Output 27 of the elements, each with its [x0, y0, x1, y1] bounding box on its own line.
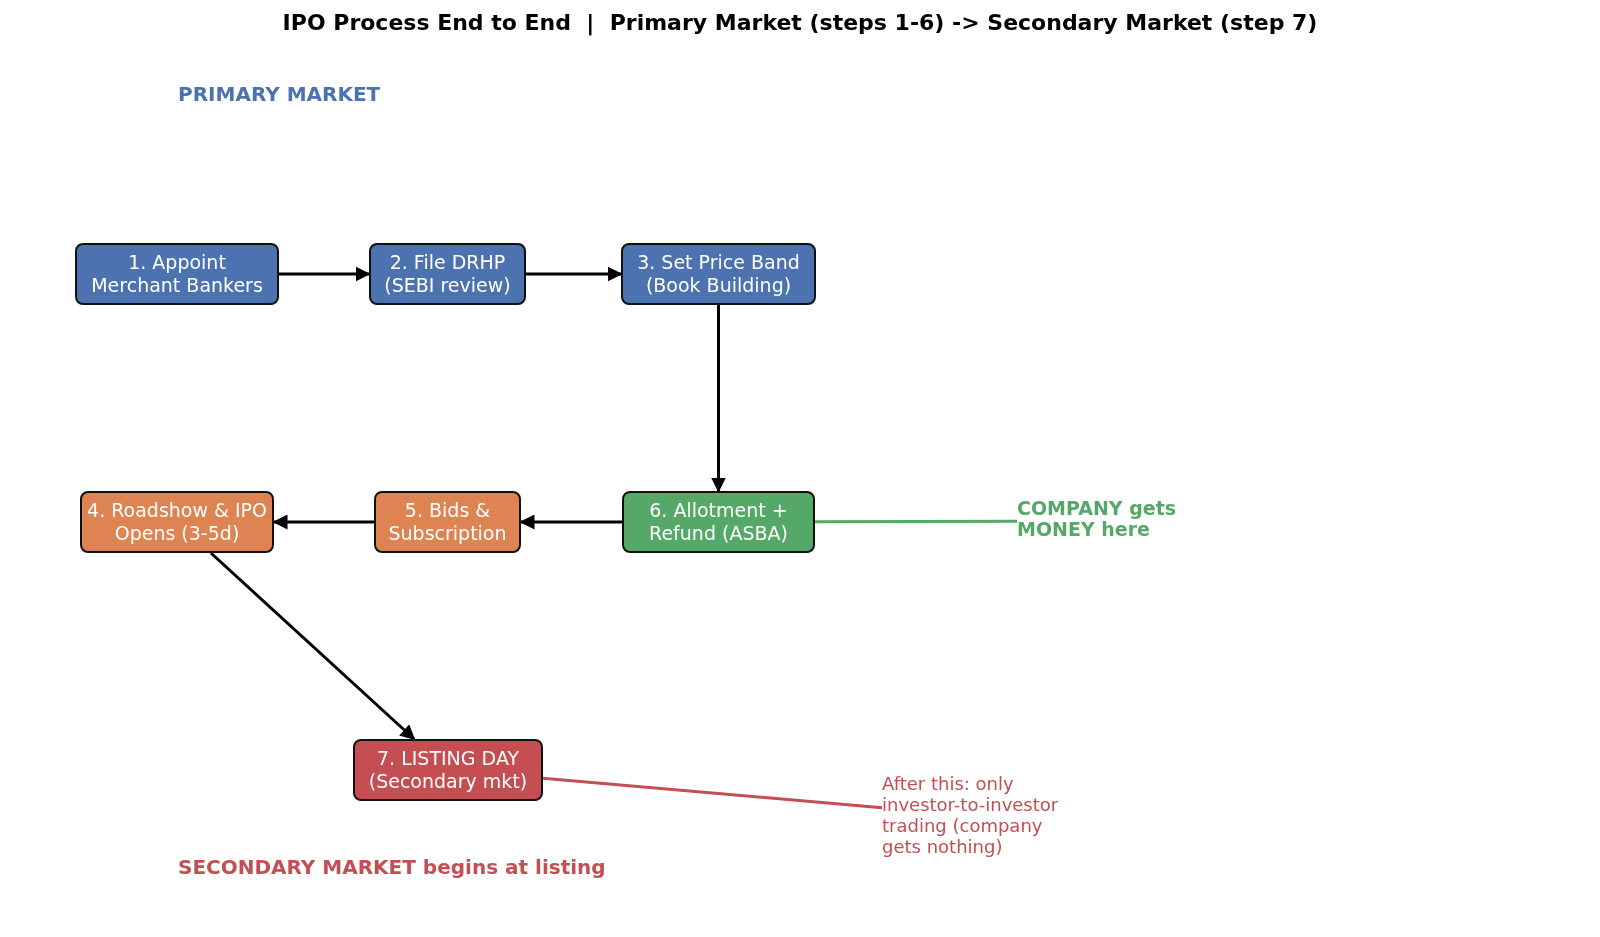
step-label: 7. LISTING DAY (Secondary mkt): [367, 747, 529, 793]
arrow: [279, 266, 371, 282]
step-label: 6. Allotment + Refund (ASBA): [648, 499, 789, 545]
arrow: [272, 514, 374, 530]
step-label: 2. File DRHP (SEBI review): [383, 251, 512, 297]
annotation-text: After this: only investor-to-investor trading (company gets nothing): [882, 773, 1072, 859]
section-heading: SECONDARY MARKET begins at listing: [178, 855, 606, 879]
arrow: [711, 305, 726, 493]
section-heading: PRIMARY MARKET: [178, 82, 381, 106]
diagram-title: IPO Process End to End | Primary Market (steps 1-6) -> Secondary Market (step 7): [281, 10, 1319, 35]
annotation-text: COMPANY gets MONEY here: [1017, 498, 1217, 544]
process-box: [374, 491, 521, 553]
arrow: [209, 551, 416, 741]
step-label: 1. Appoint Merchant Bankers: [90, 251, 264, 297]
leader-line: [815, 519, 1017, 524]
process-box: [621, 243, 816, 305]
process-box: [369, 243, 526, 305]
leader-line: [542, 776, 883, 810]
process-box: [80, 491, 274, 553]
process-box: [75, 243, 279, 305]
process-box: [353, 739, 543, 801]
arrow: [526, 266, 623, 282]
arrow: [519, 514, 622, 530]
step-label: 4. Roadshow & IPO Opens (3-5d): [86, 499, 268, 545]
process-box: [622, 491, 815, 553]
step-label: 3. Set Price Band (Book Building): [636, 251, 801, 297]
step-label: 5. Bids & Subscription: [387, 499, 508, 545]
